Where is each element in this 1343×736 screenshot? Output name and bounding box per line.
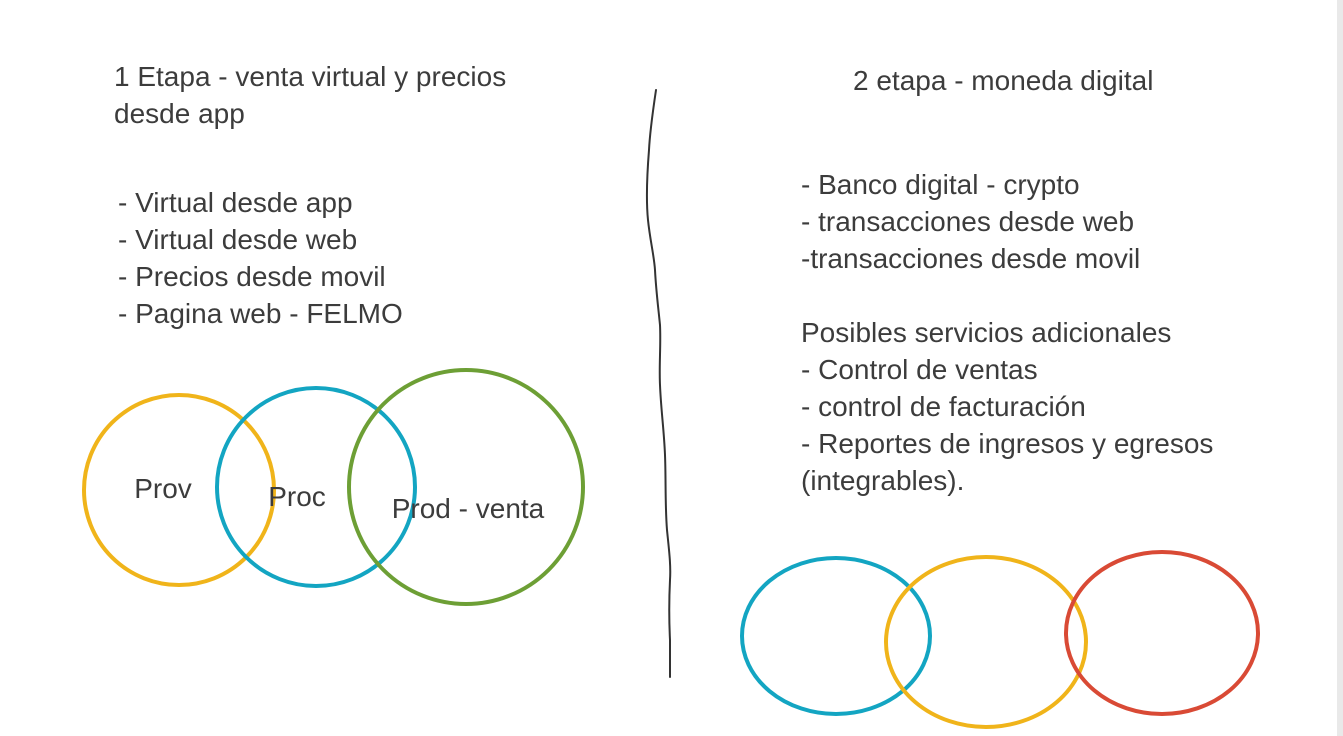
prov-circle bbox=[82, 393, 276, 587]
stage2-list: - Banco digital - crypto - transacciones… bbox=[801, 166, 1140, 277]
services-heading: Posibles servicios adicionales bbox=[801, 317, 1172, 348]
stage1-item: - Precios desde movil bbox=[118, 261, 386, 292]
stage1-title: 1 Etapa - venta virtual y precios desde … bbox=[114, 61, 507, 129]
service-item: - control de facturación bbox=[801, 391, 1086, 422]
stage-divider-line bbox=[645, 89, 672, 678]
stage2-item: - transacciones desde web bbox=[801, 206, 1135, 237]
prod-venta-label: Prod - venta bbox=[392, 493, 545, 524]
stage1-list: - Virtual desde app - Virtual desde web … bbox=[118, 184, 403, 332]
stage2-red-circle bbox=[1064, 550, 1260, 716]
prod-venta-circle bbox=[347, 368, 585, 606]
stage1-item: - Pagina web - FELMO bbox=[118, 298, 403, 329]
service-item: - Control de ventas bbox=[801, 354, 1038, 385]
stage2-blue-circle bbox=[740, 556, 932, 716]
stage2-yellow-circle bbox=[884, 555, 1088, 729]
stage1-item: - Virtual desde app bbox=[118, 187, 353, 218]
stage2-services: Posibles servicios adicionales - Control… bbox=[801, 314, 1221, 499]
right-edge-scrollbar bbox=[1337, 0, 1343, 736]
stage2-item: -transacciones desde movil bbox=[801, 243, 1141, 274]
stage1-item: - Virtual desde web bbox=[118, 224, 358, 255]
proc-label: Proc bbox=[268, 481, 326, 512]
service-item: - Reportes de ingresos y egresos (integr… bbox=[801, 428, 1214, 496]
stage2-item: - Banco digital - crypto bbox=[801, 169, 1080, 200]
proc-circle bbox=[215, 386, 417, 588]
stage2-title: 2 etapa - moneda digital bbox=[853, 65, 1154, 96]
prov-label: Prov bbox=[134, 473, 192, 504]
